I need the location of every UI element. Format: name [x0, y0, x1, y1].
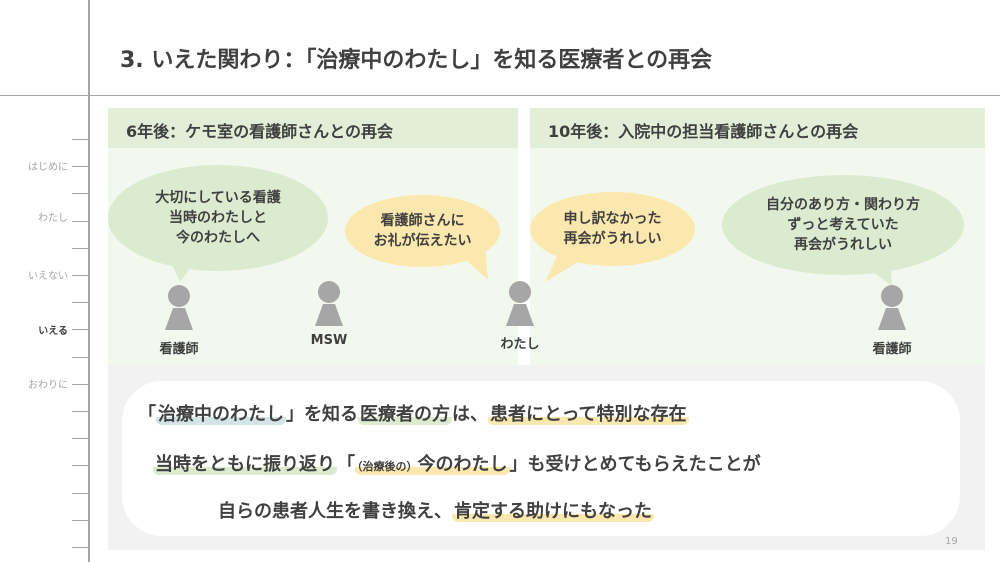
nav-item-can-say[interactable]: いえる — [38, 326, 68, 337]
slide-title: 3. いえた関わり：「治療中のわたし」を知る医療者との再会 — [120, 48, 713, 73]
timeline-tick — [72, 193, 88, 195]
page-number: 19 — [945, 536, 958, 547]
timeline-tick — [72, 356, 88, 358]
timeline-tick — [72, 275, 88, 276]
nav-item-closing[interactable]: おわりに — [28, 380, 68, 391]
label-me: わたし — [500, 337, 540, 352]
timeline-tick — [72, 465, 88, 467]
speech-bubble-nurse: 大切にしている看護当時のわたしと今のわたしへ — [108, 165, 328, 271]
left-panel-header: 6年後：ケモ室の看護師さんとの再会 — [108, 108, 518, 148]
person-icon-msw — [315, 281, 343, 326]
label-msw: MSW — [310, 333, 348, 348]
title-divider — [0, 95, 1000, 96]
summary-line-3: 自らの患者人生を書き換え、肯定する助けにもなった — [218, 501, 654, 522]
timeline-tick — [72, 302, 88, 304]
nav-item-cannot-say[interactable]: いえない — [28, 271, 68, 282]
label-nurse-left: 看護師 — [159, 342, 199, 357]
nav-item-me[interactable]: わたし — [38, 213, 68, 224]
speech-bubble-me-left: 看護師さんにお礼が伝えたい — [345, 195, 500, 267]
summary-line-1: 「治療中のわたし」を知る医療者の方は、患者にとって特別な存在 — [138, 404, 689, 425]
summary-line-2: 当時をともに振り返り「（治療後の）今のわたし」も受けとめてもらえたことが — [153, 454, 761, 475]
timeline-tick — [72, 166, 88, 168]
timeline-tick — [72, 519, 88, 521]
timeline-tick — [72, 329, 88, 331]
timeline-tick — [72, 438, 88, 440]
person-icon-me — [506, 281, 534, 326]
label-nurse-right: 看護師 — [872, 342, 912, 357]
person-icon-nurse — [165, 285, 193, 330]
timeline-tick — [72, 247, 88, 249]
timeline-tick — [72, 492, 88, 494]
timeline-tick — [72, 411, 88, 412]
person-icon-nurse-right — [878, 285, 906, 330]
timeline-tick — [72, 383, 88, 385]
timeline-tick — [72, 547, 88, 548]
timeline-tick — [72, 139, 88, 140]
nav-item-intro[interactable]: はじめに — [28, 162, 68, 173]
timeline-axis — [88, 0, 90, 562]
speech-bubble-me-right: 申し訳なかった再会がうれしい — [530, 192, 695, 266]
speech-bubble-nurse-right: 自分のあり方・関わり方ずっと考えていた再会がうれしい — [722, 175, 964, 275]
timeline-tick — [72, 220, 88, 222]
right-panel-header: 10年後：入院中の担当看護師さんとの再会 — [530, 108, 985, 148]
